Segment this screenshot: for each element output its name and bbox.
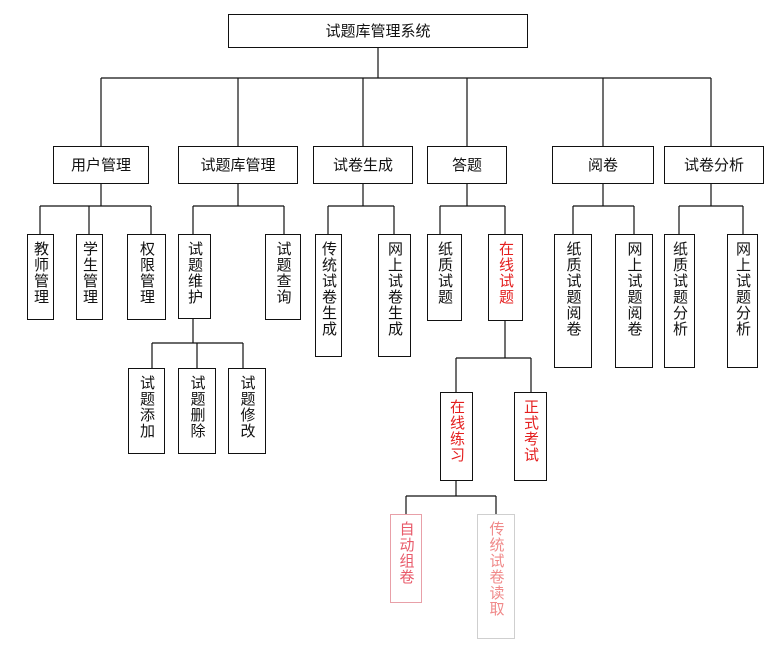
module-label: 试卷生成 — [332, 155, 393, 174]
leaf-label: 在线试题 — [497, 241, 515, 305]
module-user-management: 用户管理 — [53, 146, 149, 184]
leaf-online-practice: 在线练习 — [440, 392, 473, 481]
leaf-traditional-paper-reading: 传统试卷读取 — [477, 514, 515, 639]
leaf-label: 纸质试题阅卷 — [564, 241, 583, 337]
leaf-traditional-paper-generation: 传统试卷生成 — [315, 234, 342, 357]
leaf-paper-analysis: 纸质试题分析 — [664, 234, 695, 368]
leaf-teacher-management: 教师管理 — [27, 234, 54, 320]
leaf-label: 网上试卷生成 — [386, 241, 404, 337]
leaf-label: 试题添加 — [138, 375, 156, 439]
leaf-online-questions: 在线试题 — [488, 234, 523, 321]
leaf-label: 正式考试 — [522, 399, 540, 463]
leaf-label: 纸质试题分析 — [671, 241, 689, 337]
leaf-permission-management: 权限管理 — [127, 234, 166, 320]
leaf-student-management: 学生管理 — [76, 234, 103, 320]
module-grading: 阅卷 — [552, 146, 654, 184]
module-label: 试卷分析 — [683, 155, 744, 174]
leaf-paper-questions: 纸质试题 — [427, 234, 462, 321]
leaf-label: 自动组卷 — [397, 521, 416, 585]
module-answering: 答题 — [427, 146, 507, 184]
leaf-label: 权限管理 — [138, 241, 156, 305]
root-node-label: 试题库管理系统 — [325, 21, 431, 40]
module-paper-generation: 试卷生成 — [313, 146, 413, 184]
leaf-online-analysis: 网上试题分析 — [727, 234, 758, 368]
leaf-label: 试题删除 — [188, 375, 207, 439]
module-question-bank-management: 试题库管理 — [178, 146, 298, 184]
leaf-question-add: 试题添加 — [128, 368, 165, 454]
module-label: 阅卷 — [587, 155, 618, 174]
leaf-label: 传统试卷生成 — [320, 241, 338, 337]
module-label: 答题 — [451, 155, 482, 174]
module-label: 用户管理 — [70, 155, 131, 174]
leaf-label: 网上试题阅卷 — [625, 241, 644, 337]
leaf-label: 纸质试题 — [436, 241, 454, 305]
leaf-paper-grading: 纸质试题阅卷 — [554, 234, 592, 368]
root-node: 试题库管理系统 — [228, 14, 528, 48]
leaf-label: 试题查询 — [274, 241, 293, 305]
leaf-label: 试题修改 — [238, 375, 257, 439]
leaf-label: 学生管理 — [81, 241, 99, 305]
leaf-online-paper-generation: 网上试卷生成 — [378, 234, 411, 357]
leaf-label: 传统试卷读取 — [487, 521, 506, 617]
leaf-label: 网上试题分析 — [734, 241, 752, 337]
leaf-auto-compose-paper: 自动组卷 — [390, 514, 422, 603]
leaf-label: 教师管理 — [32, 241, 50, 305]
leaf-formal-exam: 正式考试 — [514, 392, 547, 481]
leaf-question-maintenance: 试题维护 — [178, 234, 211, 319]
leaf-question-delete: 试题删除 — [178, 368, 216, 454]
leaf-question-modify: 试题修改 — [228, 368, 266, 454]
leaf-question-query: 试题查询 — [265, 234, 301, 320]
leaf-label: 在线练习 — [448, 399, 466, 463]
leaf-online-grading: 网上试题阅卷 — [615, 234, 653, 368]
module-paper-analysis: 试卷分析 — [664, 146, 764, 184]
module-label: 试题库管理 — [200, 155, 276, 174]
leaf-label: 试题维护 — [186, 241, 204, 305]
